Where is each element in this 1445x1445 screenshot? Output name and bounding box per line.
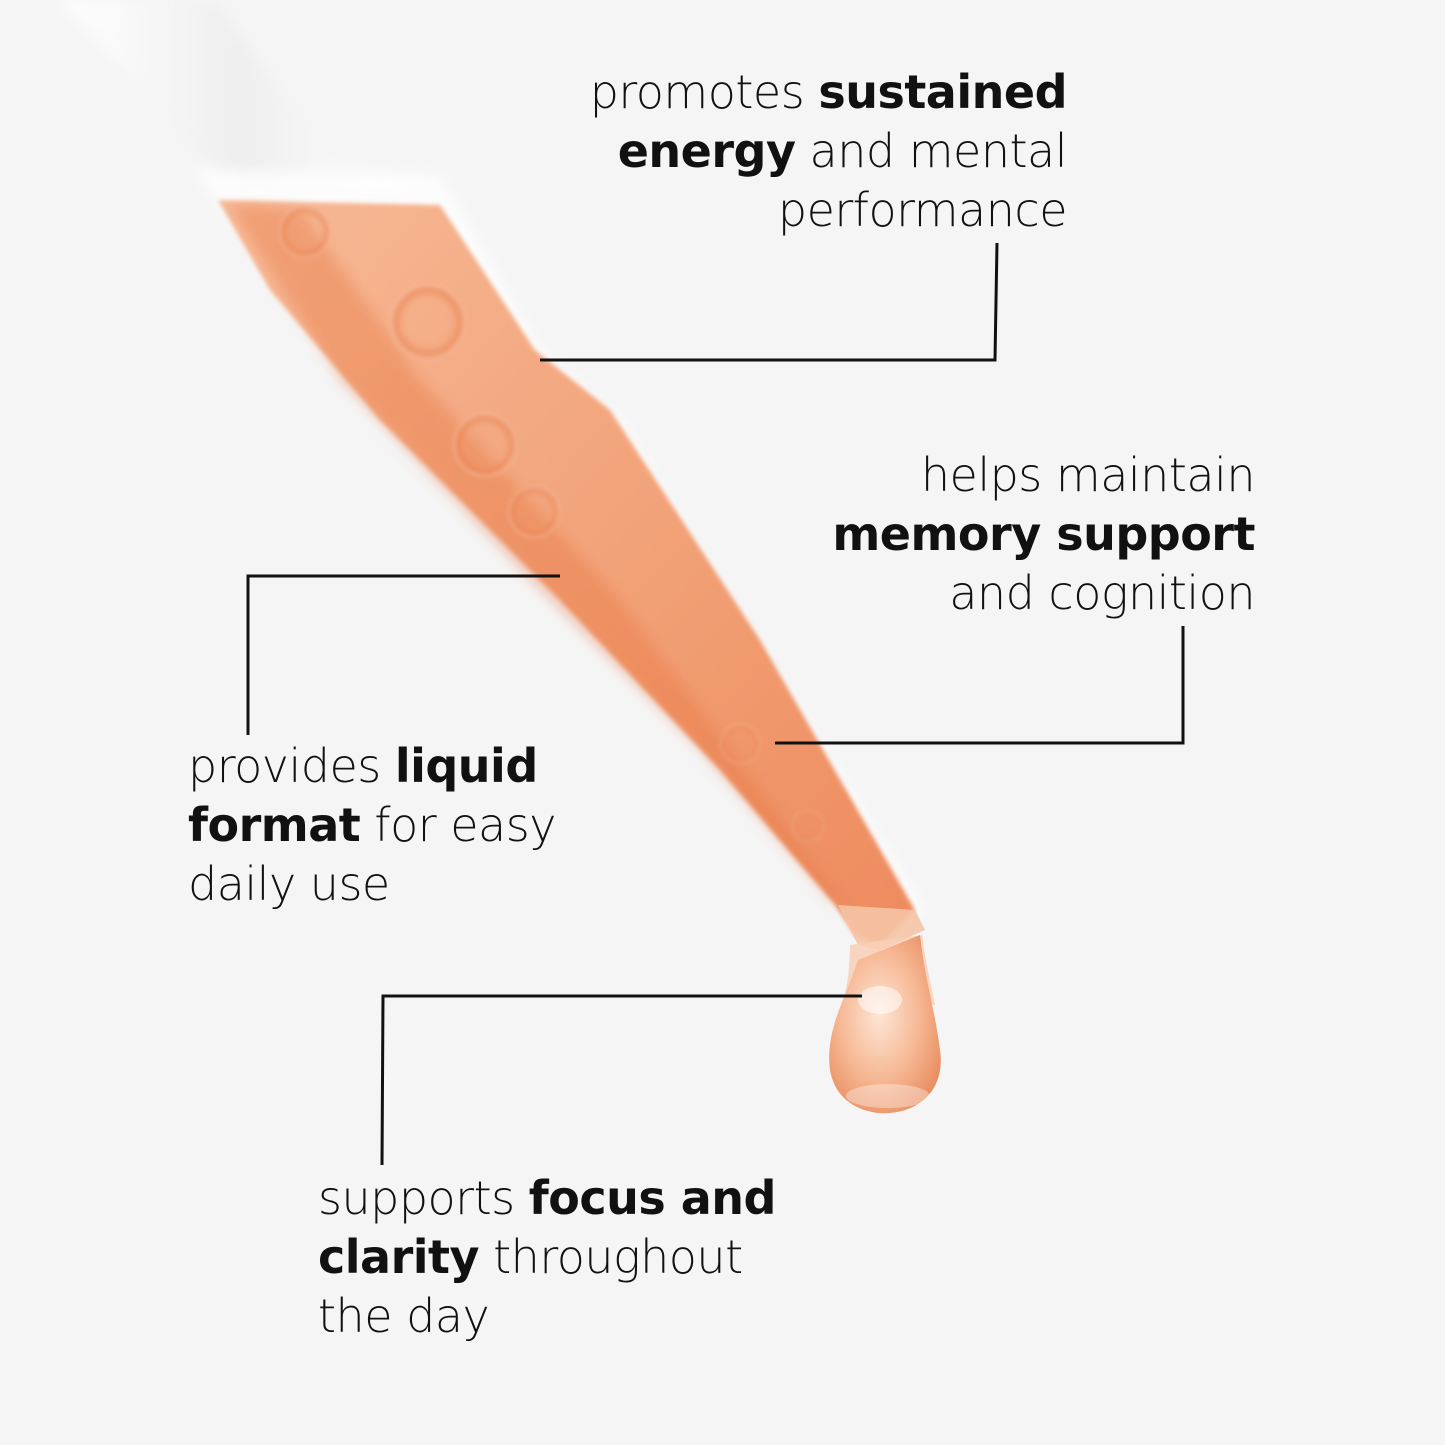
liquid-drop [829, 935, 941, 1114]
callout-line: promotes sustained [589, 63, 1068, 122]
callout-line: helps maintain [832, 446, 1256, 505]
bubble [279, 206, 331, 258]
callout-text: performance [777, 183, 1068, 237]
callout-text: for easy [360, 798, 556, 852]
callout-bold-text: clarity [318, 1230, 480, 1284]
callout-bold-text: format [188, 798, 361, 852]
callout-line: supports focus and [318, 1169, 776, 1228]
leader-line-liquid [246, 574, 560, 735]
leader-line-focus [380, 994, 862, 1166]
bubble [792, 810, 824, 842]
pipette-glass-upper [60, 0, 420, 190]
callout-text: provides [188, 739, 395, 793]
leader-line-energy [540, 242, 999, 362]
callout-bold-text: liquid [394, 739, 538, 793]
leader-lines [246, 242, 1185, 1166]
callout-text: helps maintain [920, 448, 1256, 502]
bubble [508, 486, 560, 538]
callout-bold-text: focus and [528, 1171, 777, 1225]
bubble [390, 284, 466, 360]
callout-text: promotes [589, 65, 819, 119]
callout-line: and cognition [832, 564, 1255, 623]
callout-line: clarity throughout [318, 1228, 776, 1287]
callout-line: format for easy [188, 796, 556, 855]
bubbles [279, 206, 824, 842]
callout-text: daily use [188, 857, 390, 911]
leader-line-memory [775, 626, 1185, 745]
callout-line: provides liquid [188, 737, 556, 796]
callout-line: performance [590, 181, 1068, 240]
callout-text: throughout [479, 1230, 743, 1284]
callout-text: and mental [795, 124, 1068, 178]
pipette-liquid-shade [230, 205, 840, 905]
callout-text: and cognition [949, 566, 1255, 620]
callout-line: daily use [188, 855, 556, 914]
callout-line: memory support [832, 505, 1255, 564]
callout-bold-text: sustained [818, 65, 1067, 119]
callout-bold-text: memory support [832, 507, 1255, 561]
callout-line: energy and mental [590, 122, 1068, 181]
drop-highlight [858, 986, 902, 1014]
callout-line: the day [318, 1287, 776, 1346]
bubble [453, 413, 517, 477]
callout-bold-text: energy [617, 124, 796, 178]
callout-text: supports [318, 1171, 529, 1225]
drop-reflection [846, 1084, 930, 1108]
bubble [720, 724, 760, 764]
callout-text: the day [318, 1289, 490, 1343]
